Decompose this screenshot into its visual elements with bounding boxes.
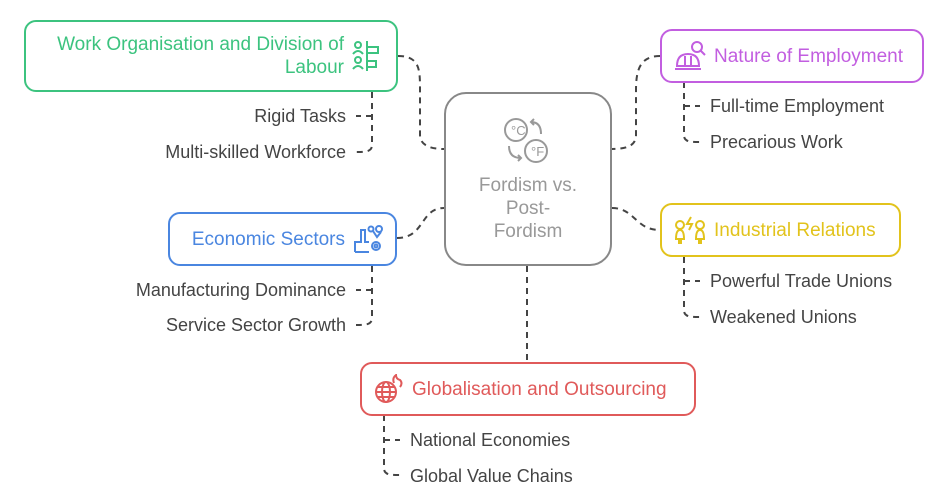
- employment-item-precarious: Precarious Work: [710, 132, 843, 152]
- center-node: °C °F Fordism vs. Post- Fordism: [444, 92, 612, 266]
- global-item-value-chains: Global Value Chains: [410, 466, 573, 486]
- center-title-line1: Fordism vs.: [478, 174, 578, 196]
- svg-text:°F: °F: [531, 144, 544, 159]
- branch-economic-sectors[interactable]: Economic Sectors: [168, 212, 397, 266]
- relations-item-weakened-unions: Weakened Unions: [710, 307, 857, 327]
- sectors-title: Economic Sectors: [191, 228, 345, 250]
- factory-gear-icon: [354, 225, 383, 253]
- branch-globalisation[interactable]: Globalisation and Outsourcing: [360, 362, 696, 416]
- workers-hierarchy-icon: [352, 41, 379, 71]
- global-title: Globalisation and Outsourcing: [412, 378, 667, 400]
- work-item-rigid-tasks: Rigid Tasks: [254, 106, 346, 126]
- globe-fire-icon: [375, 374, 403, 403]
- work-title-line1: Work Organisation and Division of: [57, 34, 344, 55]
- work-item-multi-skilled: Multi-skilled Workforce: [165, 142, 346, 162]
- people-conflict-icon: [674, 216, 706, 244]
- sectors-item-service: Service Sector Growth: [165, 315, 346, 335]
- relations-item-powerful-unions: Powerful Trade Unions: [710, 271, 893, 291]
- temperature-convert-icon: °C °F: [504, 117, 548, 163]
- branch-work-organisation[interactable]: Work Organisation and Division of Labour: [24, 20, 398, 92]
- center-title-line2: Post-: [505, 197, 551, 219]
- employment-title: Nature of Employment: [714, 45, 904, 67]
- sectors-item-manufacturing: Manufacturing Dominance: [135, 280, 346, 300]
- branch-industrial-relations[interactable]: Industrial Relations: [660, 203, 901, 257]
- relations-title: Industrial Relations: [714, 219, 876, 241]
- work-title-line2: Labour: [284, 57, 344, 78]
- branch-nature-of-employment[interactable]: Nature of Employment: [660, 29, 924, 83]
- center-title-line3: Fordism: [493, 220, 563, 242]
- svg-text:°C: °C: [511, 123, 526, 138]
- hardhat-search-icon: [675, 41, 706, 70]
- global-item-national: National Economies: [410, 430, 571, 450]
- employment-item-full-time: Full-time Employment: [710, 96, 885, 116]
